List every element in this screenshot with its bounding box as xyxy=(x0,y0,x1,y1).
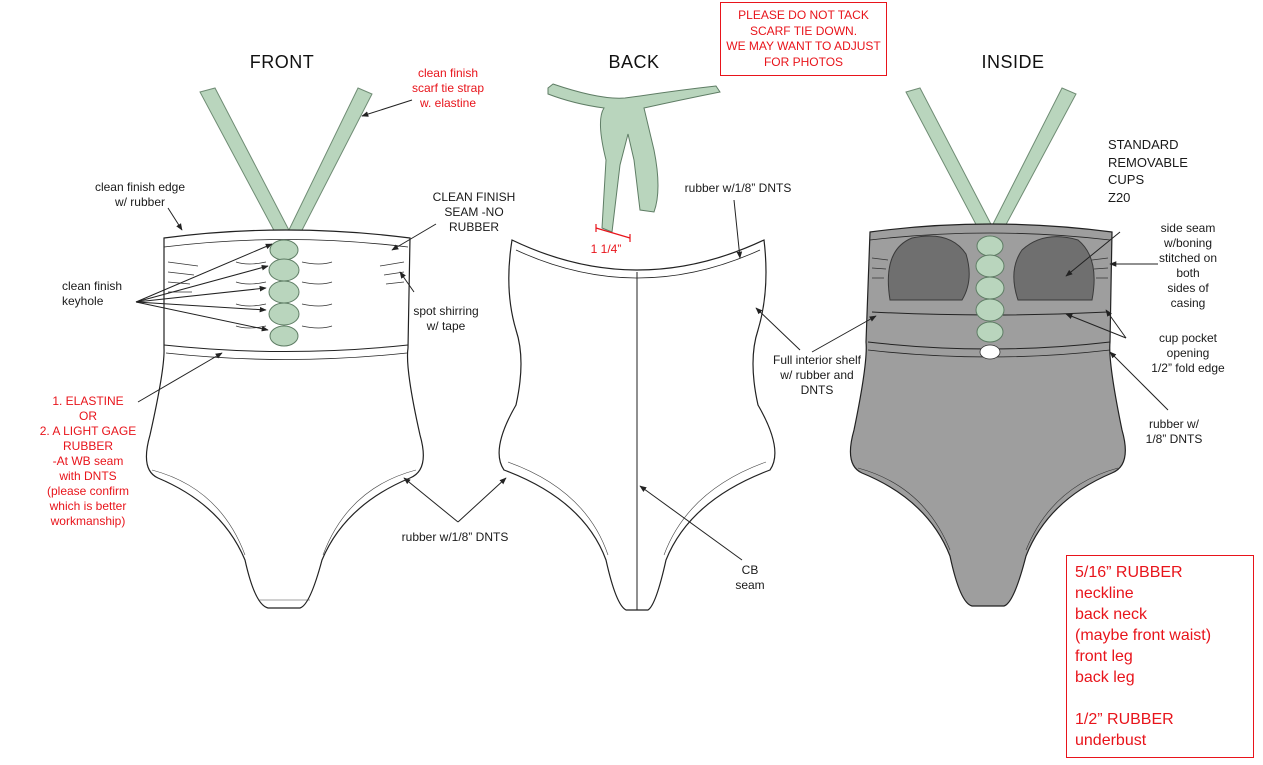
rubber-spec-5-16: 5/16” RUBBER neckline back neck (maybe f… xyxy=(1075,564,1212,686)
underbust-rubber-callout: rubber w/ 1/8” DNTS xyxy=(1145,417,1203,446)
tie-width-dimension: 1 1/4” xyxy=(590,242,622,256)
inside-right-cup xyxy=(1013,236,1095,301)
back-neck-rubber-callout: rubber w/1/8” DNTS xyxy=(684,181,792,195)
inside-view-title: INSIDE xyxy=(981,52,1045,72)
rubber-spec-1-2: 1/2” RUBBER underbust xyxy=(1075,711,1174,749)
cb-seam-callout: CB seam xyxy=(735,563,765,592)
scarf-strap-callout: clean finish scarf tie strap w. elastine xyxy=(411,66,485,110)
inside-body-outline xyxy=(849,223,1126,607)
rubber-spec-box: 5/16” RUBBER neckline back neck (maybe f… xyxy=(1066,555,1254,758)
inside-lacing xyxy=(975,235,1005,343)
cup-pocket-opening-callout: cup pocket opening 1/2” fold edge xyxy=(1151,331,1225,375)
back-view-title: BACK xyxy=(608,52,660,72)
front-view-title: FRONT xyxy=(249,52,315,72)
inside-view xyxy=(849,87,1126,607)
front-lacing xyxy=(268,239,300,347)
removable-cups-callout: STANDARD REMOVABLE CUPS Z20 xyxy=(1108,137,1188,205)
elastine-callout: 1. ELASTINE OR 2. A LIGHT GAGE RUBBER -A… xyxy=(39,394,137,528)
side-seam-boning-callout: side seam w/boning stitched on both side… xyxy=(1158,221,1218,310)
back-view xyxy=(498,83,776,611)
leader-lines xyxy=(135,99,1169,561)
front-body-outline xyxy=(145,229,424,609)
front-view xyxy=(145,87,424,609)
shirring-callout: spot shirring w/ tape xyxy=(413,304,479,333)
keyhole-callout: clean finish keyhole xyxy=(62,279,123,308)
front-left-strap xyxy=(199,87,293,239)
inside-right-strap xyxy=(989,87,1077,233)
inside-left-strap xyxy=(905,87,995,233)
front-right-strap xyxy=(285,87,373,239)
back-neck-tie xyxy=(547,83,721,233)
inside-left-cup xyxy=(887,235,970,301)
front-leg-rubber-callout: rubber w/1/8” DNTS xyxy=(401,530,509,544)
interior-shelf-callout: Full interior shelf w/ rubber and DNTS xyxy=(772,353,862,397)
finish-edge-callout: clean finish edge w/ rubber xyxy=(94,180,186,209)
scarf-tie-note-box: PLEASE DO NOT TACK SCARF TIE DOWN. WE MA… xyxy=(720,2,887,76)
seam-no-rubber-callout: CLEAN FINISH SEAM -NO RUBBER xyxy=(432,190,516,234)
